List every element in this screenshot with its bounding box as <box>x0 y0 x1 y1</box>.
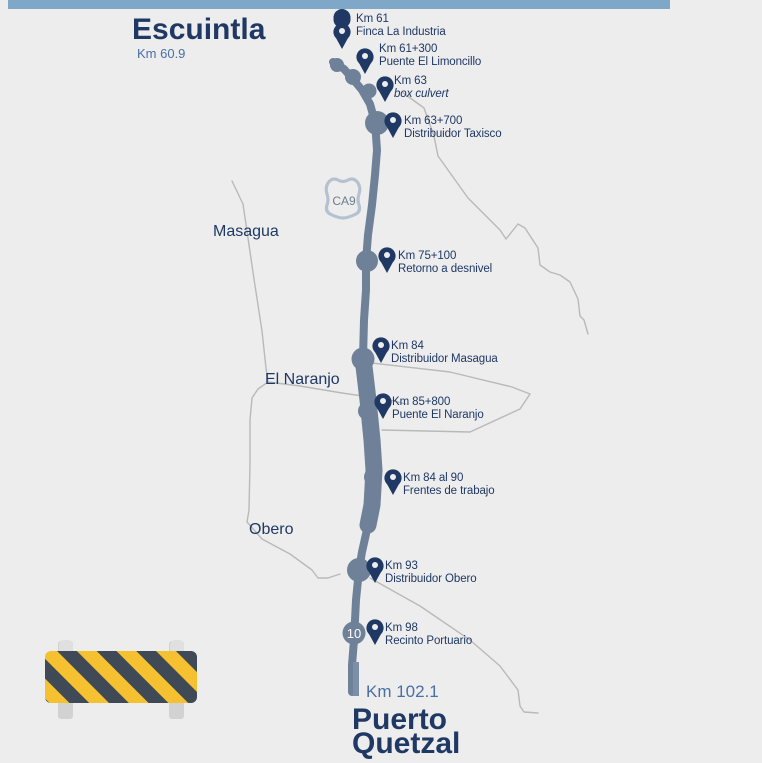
poi-label-km61: Km 61 Finca La Industria <box>356 13 446 39</box>
highway-node-km88 <box>364 468 382 486</box>
highway-node-km84 <box>351 347 375 371</box>
town-label-el-naranjo: El Naranjo <box>265 371 340 388</box>
poi-desc-km63: box culvert <box>394 88 449 101</box>
start-city-km: Km 60.9 <box>137 46 186 61</box>
poi-km-km61-300: Km 61+300 <box>379 43 438 55</box>
poi-label-km93: Km 93 Distribuidor Obero <box>385 560 477 586</box>
secondary-roads <box>231 91 589 714</box>
map-pins[interactable] <box>333 9 402 645</box>
map-pin-km93[interactable] <box>366 557 384 583</box>
poi-desc-km98: Recinto Portuario <box>385 635 473 648</box>
map-pin-km84[interactable] <box>372 337 390 363</box>
map-pin-km85-800[interactable] <box>374 393 392 419</box>
end-city-title-line1: Puerto <box>352 703 448 736</box>
highway-node-km63 <box>361 83 377 99</box>
poi-desc-km61: Finca La Industria <box>356 26 446 39</box>
poi-label-km63-700: Km 63+700 Distribuidor Taxisco <box>404 115 502 141</box>
secondary-road-southeast <box>369 577 539 714</box>
poi-desc-km85-800: Puente El Naranjo <box>392 409 484 422</box>
poi-desc-km75-100: Retorno a desnivel <box>398 263 493 276</box>
ca9-shield-label: CA9 <box>332 194 356 208</box>
poi-desc-km61-300: Puente El Limoncillo <box>379 56 482 69</box>
poi-desc-km84-al-90: Frentes de trabajo <box>403 485 495 498</box>
poi-km-km63: Km 63 <box>394 75 427 87</box>
ca9-shield: CA9 <box>324 177 362 220</box>
route-end-marker <box>353 662 359 696</box>
map-pin-km61[interactable] <box>333 9 351 49</box>
poi-km-km98: Km 98 <box>385 622 418 634</box>
route-10-badge: 10 <box>342 621 366 645</box>
secondary-road-naranjo-east <box>371 362 531 433</box>
map-pin-km61-300[interactable] <box>356 48 374 74</box>
construction-barrier-icon <box>45 640 197 719</box>
poi-label-km84: Km 84 Distribuidor Masagua <box>391 340 498 366</box>
poi-km-km84: Km 84 <box>391 340 424 352</box>
poi-label-km84-al-90: Km 84 al 90 Frentes de trabajo <box>403 472 495 498</box>
highway-node-km75-100 <box>356 250 378 272</box>
secondary-road-naranjo-loop <box>267 381 407 405</box>
poi-label-km61-300: Km 61+300 Puente El Limoncillo <box>379 43 481 69</box>
poi-km-km63-700: Km 63+700 <box>404 115 463 127</box>
town-label-obero: Obero <box>249 521 294 538</box>
map-pin-km98[interactable] <box>366 619 384 645</box>
poi-desc-km63-700: Distribuidor Taxisco <box>404 128 502 141</box>
main-highway <box>329 58 389 696</box>
start-city-title: Escuintla <box>132 13 266 46</box>
map-pin-km84-al-90[interactable] <box>384 469 402 495</box>
highway-node-km85-800 <box>358 402 376 420</box>
highway-node-km61 <box>330 58 344 72</box>
highway-node-km63-700 <box>365 111 389 135</box>
poi-km-km85-800: Km 85+800 <box>392 396 451 408</box>
highway-node-km61-300 <box>345 69 361 85</box>
poi-km-km93: Km 93 <box>385 560 418 572</box>
map-pin-km63-700[interactable] <box>384 112 402 138</box>
map-pin-km63[interactable] <box>376 76 394 102</box>
poi-label-km63: Km 63 box culvert <box>394 75 449 101</box>
poi-desc-km84: Distribuidor Masagua <box>391 353 498 366</box>
poi-desc-km93: Distribuidor Obero <box>385 573 477 586</box>
poi-label-km75-100: Km 75+100 Retorno a desnivel <box>398 250 492 276</box>
poi-label-km98: Km 98 Recinto Portuario <box>385 622 472 648</box>
poi-km-km75-100: Km 75+100 <box>398 250 457 262</box>
poi-km-km84-al-90: Km 84 al 90 <box>403 472 464 484</box>
highway-node-km93 <box>347 558 371 582</box>
secondary-road-west <box>231 180 341 579</box>
end-city-title-line2: Quetzal <box>352 727 461 760</box>
poi-label-km85-800: Km 85+800 Puente El Naranjo <box>392 396 484 422</box>
poi-km-km61: Km 61 <box>356 13 389 25</box>
secondary-road-northeast <box>401 91 589 335</box>
map-pin-km75-100[interactable] <box>378 247 396 273</box>
end-city-km: Km 102.1 <box>366 682 439 701</box>
route-10-badge-label: 10 <box>347 626 361 641</box>
town-label-masagua: Masagua <box>213 223 279 240</box>
top-accent-bar <box>8 0 670 9</box>
